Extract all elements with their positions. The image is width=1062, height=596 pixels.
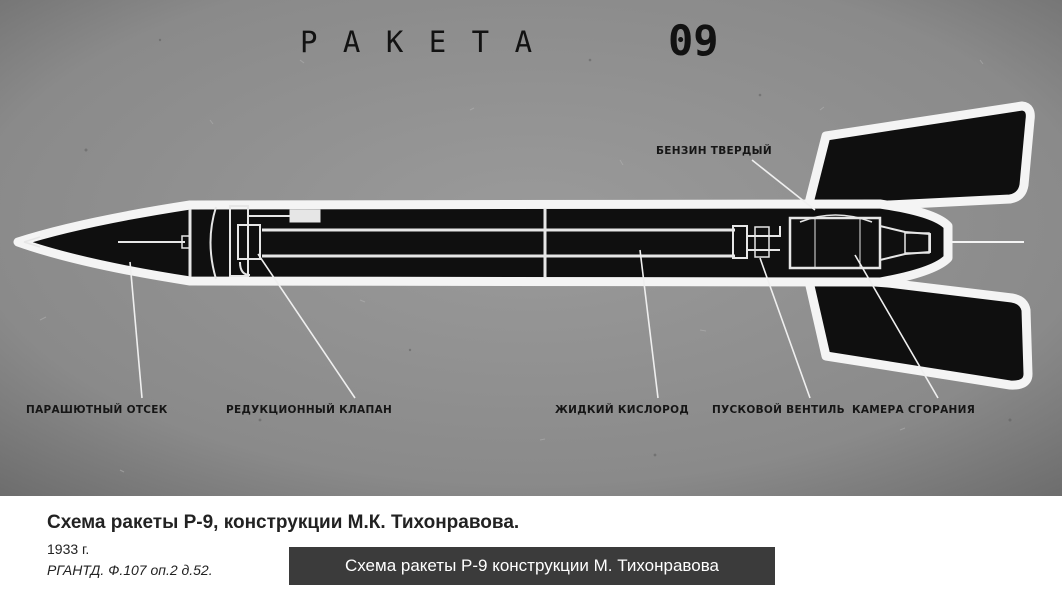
caption-area: Схема ракеты Р-9, конструкции М.К. Тихон… [0,496,1062,596]
caption-year: 1933 г. [47,541,90,557]
tail-fins [803,101,1035,390]
rocket-diagram-photo: Р А К Е Т А 09 [0,0,1062,496]
photo-scratches [39,59,984,473]
label-parachute-compartment: ПАРАШЮТНЫЙ ОТСЕК [26,403,168,416]
diagram-title-number: 09 [668,16,719,65]
caption-archive-reference: РГАНТД. Ф.107 оп.2 д.52. [47,562,213,578]
label-reducer-valve: РЕДУКЦИОННЫЙ КЛАПАН [226,403,392,416]
caption-title: Схема ракеты Р-9, конструкции М.К. Тихон… [47,512,520,533]
diagram-title-word: Р А К Е Т А [300,25,536,59]
rocket-internals [23,205,931,280]
label-combustion-chamber: КАМЕРА СГОРАНИЯ [852,404,975,416]
photo-dark-specks [84,38,1012,457]
label-liquid-oxygen: ЖИДКИЙ КИСЛОРОД [555,403,689,416]
label-solid-gasoline: БЕНЗИН ТВЕРДЫЙ [656,144,772,157]
leader-lines [129,159,939,399]
label-start-valve: ПУСКОВОЙ ВЕНТИЛЬ [712,403,845,416]
overlay-caption-label: Схема ракеты Р-9 конструкции М. Тихонрав… [289,547,775,585]
